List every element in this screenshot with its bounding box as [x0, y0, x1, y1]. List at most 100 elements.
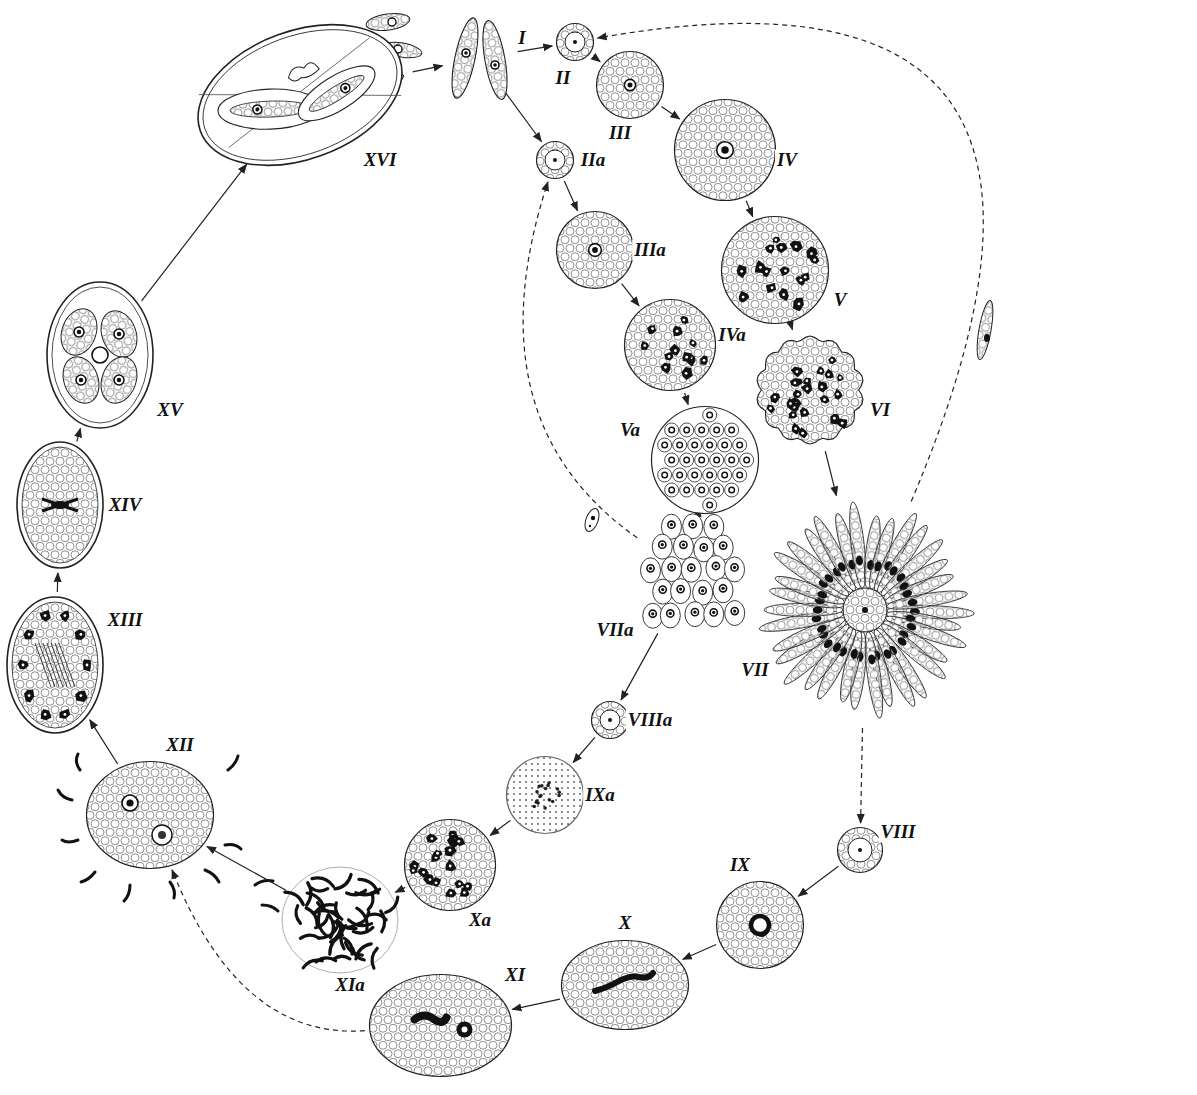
nucleus — [712, 562, 719, 569]
arrow-connector — [573, 737, 595, 762]
nucleus-spot — [429, 878, 432, 881]
nucleus-spot — [422, 871, 425, 874]
nucleus — [545, 150, 565, 170]
cell-outline — [652, 407, 759, 514]
cell — [658, 468, 672, 482]
arrow-connector — [861, 728, 863, 823]
merozoite-nucleus — [984, 334, 990, 342]
arrow-connector — [661, 107, 679, 119]
nucleus — [114, 329, 124, 339]
nucleus — [717, 142, 734, 159]
spindle-fibre — [47, 643, 63, 687]
dark-nucleus — [765, 244, 775, 253]
stage-number: III — [607, 123, 633, 144]
microgamete — [285, 892, 304, 905]
nucleus-spot — [792, 413, 795, 416]
nucleus-spot — [458, 882, 461, 885]
merozoite — [652, 534, 672, 559]
microgamete — [124, 885, 130, 901]
cell — [740, 453, 754, 467]
dark-nucleus — [793, 390, 802, 398]
cell — [725, 423, 739, 437]
nucleus — [152, 825, 172, 845]
dark-nucleus — [673, 326, 683, 337]
cell-outline — [838, 828, 883, 873]
merozoite — [704, 602, 724, 627]
nucleus — [699, 427, 705, 433]
nucleus-spot — [457, 840, 460, 843]
merozoite — [706, 556, 726, 581]
oocyst-wall — [17, 442, 103, 568]
nucleus-spot — [676, 330, 679, 333]
cell — [680, 423, 694, 437]
nucleus-spot — [79, 694, 82, 697]
stage-number: Va — [618, 420, 642, 441]
dark-nucleus — [40, 610, 51, 622]
stage-figure-drawing — [715, 880, 805, 970]
microgamete — [311, 888, 328, 891]
stage-figure-drawing — [5, 595, 105, 735]
nucleus — [720, 542, 727, 549]
dark-nucleus — [680, 316, 688, 324]
cell — [673, 468, 687, 482]
nucleus-spot — [794, 427, 797, 430]
stage-figure: II — [555, 22, 595, 62]
dark-nucleus — [669, 344, 680, 356]
oocyst-inner-wall — [185, 5, 415, 185]
cell-outline — [405, 820, 496, 911]
merozoite — [662, 557, 682, 582]
nucleus — [76, 375, 86, 385]
dark-nucleus — [700, 355, 708, 364]
spindle-fibre — [39, 643, 55, 687]
nucleus-spot — [685, 372, 688, 375]
nucleolus — [255, 107, 260, 112]
nucleus-spot — [449, 849, 452, 852]
stage-figure-drawing — [630, 510, 750, 640]
nucleus-spot — [774, 238, 777, 241]
residual-granule — [862, 607, 868, 613]
oocyst — [179, 0, 422, 191]
nucleus — [684, 457, 690, 463]
stage-number: XIa — [333, 975, 367, 996]
nucleus — [731, 564, 738, 571]
cell — [703, 408, 717, 422]
cell — [710, 423, 724, 437]
microgamete — [262, 905, 278, 911]
nucleolus — [721, 146, 728, 153]
nucleolus — [649, 567, 652, 570]
nucleus-spot — [449, 865, 452, 868]
dark-nucleus — [798, 427, 807, 438]
stage-number: XI — [503, 965, 527, 986]
nucleus — [662, 442, 668, 448]
stage-number: XV — [155, 400, 184, 421]
dark-nucleus — [445, 889, 456, 898]
nucleolus — [651, 612, 654, 615]
merozoite-nucleus — [850, 648, 859, 659]
chromatin-dot — [551, 800, 555, 804]
nucleus — [677, 472, 683, 478]
nucleus — [600, 710, 620, 730]
nucleus — [699, 587, 706, 594]
nucleus-spot — [799, 279, 802, 282]
nucleus — [722, 442, 728, 448]
stage-figure: Va — [650, 405, 760, 515]
arrow-connector — [207, 847, 286, 891]
stage-figure: XI — [368, 973, 513, 1078]
nucleolus — [117, 332, 122, 337]
merozoite-nucleus — [591, 516, 595, 520]
nucleus — [689, 521, 696, 528]
free-merozoite — [582, 299, 996, 533]
nucleus — [684, 427, 690, 433]
dark-nucleus — [786, 398, 795, 410]
stage-figure: V — [720, 215, 830, 325]
arrow-connector — [506, 93, 542, 141]
dark-nucleus — [683, 352, 692, 362]
arrow-connector — [791, 326, 792, 330]
nucleus — [848, 838, 872, 862]
nucleolus — [701, 589, 704, 592]
nucleolus — [712, 523, 715, 526]
stage-number: XIV — [107, 495, 144, 516]
microgamete — [81, 872, 95, 882]
polar-line — [199, 30, 401, 161]
cell — [703, 468, 717, 482]
